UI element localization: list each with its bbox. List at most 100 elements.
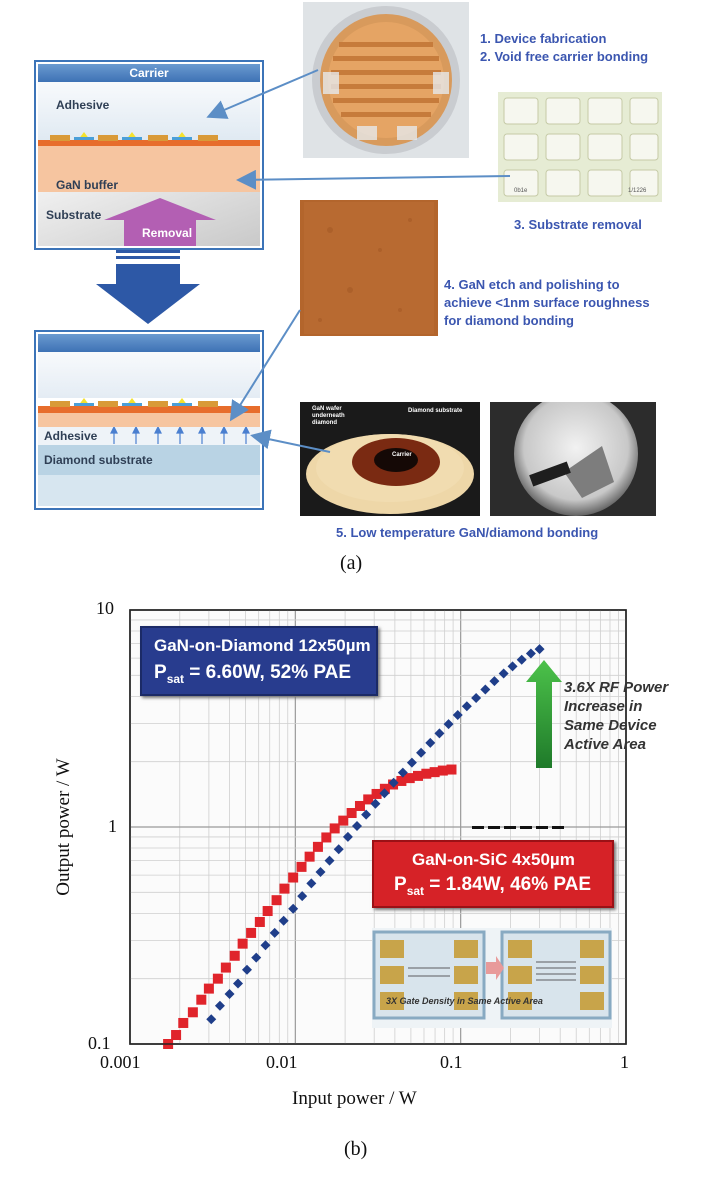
diamond-data-point — [416, 747, 427, 758]
diamond-data-point — [370, 798, 381, 809]
diamond-data-point — [434, 728, 445, 739]
bonded-wafer-image — [306, 434, 474, 514]
sic-data-point — [338, 815, 349, 826]
surface-roughness-photo — [300, 200, 438, 348]
diamond-data-point — [269, 927, 280, 938]
chip-code-1: 0b1e — [514, 188, 528, 194]
device-layer-top — [38, 132, 260, 146]
diamond-data-point — [306, 878, 317, 889]
x-tick-1: 1 — [620, 1052, 629, 1072]
chip-code-2: 1/1226 — [628, 188, 647, 194]
diamond-data-point — [534, 644, 545, 655]
step-5-label: 5. Low temperature GaN/diamond bonding — [336, 525, 599, 540]
panel-b-label: (b) — [344, 1138, 368, 1160]
sic-data-point — [271, 895, 282, 906]
y-tick-1: 1 — [108, 816, 117, 836]
bonding-arrows — [110, 427, 250, 444]
sic-data-point — [346, 808, 357, 819]
diamond-substrate-label: Diamond substrate — [44, 453, 153, 467]
diamond-psat-p: P — [154, 662, 167, 683]
increase-text: 3.6X RF Power Increase in Same Device Ac… — [564, 678, 668, 754]
diamond-psat-sub: sat — [166, 671, 185, 686]
increase-line2: Increase in — [564, 698, 643, 715]
xray-photo — [490, 402, 656, 516]
bottom-lower-area — [38, 475, 260, 506]
increase-line4: Active Area — [564, 736, 646, 753]
adhesive-label: Adhesive — [56, 98, 110, 112]
increase-arrow — [526, 660, 562, 768]
sic-data-point — [203, 983, 214, 994]
inset-devices — [372, 930, 612, 1020]
diamond-data-point — [388, 777, 399, 788]
x-axis-label: Input power / W — [292, 1088, 417, 1109]
increase-line1: 3.6X RF Power — [564, 679, 669, 696]
step-4-label-line2: achieve <1nm surface roughness — [444, 295, 650, 310]
diamond-callout-line1: GaN-on-Diamond 12x50µm — [154, 636, 371, 655]
sic-data-point — [237, 938, 248, 949]
diamond-series — [206, 644, 545, 1025]
diamond-data-point — [297, 891, 308, 902]
diamond-data-point — [443, 719, 454, 730]
sic-data-point — [354, 800, 365, 811]
sic-data-point — [212, 973, 223, 984]
sic-data-point — [304, 851, 315, 862]
diamond-data-point — [525, 648, 536, 659]
panel-b: 10 1 0.1 0.001 0.01 0.1 1 Input power / … — [0, 590, 728, 1178]
diamond-data-point — [425, 737, 436, 748]
sic-data-point — [321, 832, 332, 843]
diamond-data-point — [379, 788, 390, 799]
sic-data-point — [446, 764, 457, 775]
level-dashes — [472, 826, 564, 829]
sic-data-point — [396, 775, 407, 786]
panel-a: Carrier Adhesive GaN buffer Substrate Re… — [0, 0, 728, 580]
gate-density-inset: 3X Gate Density in Same Active Area — [372, 928, 612, 1028]
sic-data-point — [413, 770, 424, 781]
step-3-label: 3. Substrate removal — [514, 217, 642, 232]
device-layer-bottom — [38, 398, 260, 427]
bottom-top-bar — [38, 334, 260, 352]
sic-data-point — [437, 765, 448, 776]
sic-psat-p: P — [394, 874, 407, 895]
removal-arrow — [104, 198, 216, 246]
diamond-callout-line2: Psat = 6.60W, 52% PAE — [154, 662, 351, 686]
gan-wafer-label-3: diamond — [312, 420, 337, 426]
sic-callout-line2: Psat = 1.84W, 46% PAE — [394, 874, 591, 898]
sic-psat-value: = 1.84W, 46% PAE — [424, 874, 592, 895]
sic-callout: GaN-on-SiC 4x50µm Psat = 1.84W, 46% PAE — [372, 840, 614, 908]
photo-carrier-label: Carrier — [392, 452, 412, 458]
step-4-label-line3: for diamond bonding — [444, 313, 574, 328]
diamond-data-point — [361, 809, 372, 820]
chip-pattern-image — [503, 97, 659, 197]
diamond-data-point — [251, 952, 262, 963]
sic-data-point — [279, 883, 290, 894]
step-2-label: 2. Void free carrier bonding — [480, 49, 649, 64]
sic-data-point — [329, 823, 340, 834]
sic-data-point — [262, 906, 273, 917]
sic-data-point — [288, 872, 299, 883]
panel-a-label: (a) — [340, 552, 363, 574]
bottom-upper-area — [38, 352, 260, 398]
diamond-data-point — [324, 855, 335, 866]
wafer-photo — [303, 2, 469, 158]
sic-data-point — [229, 950, 240, 961]
diamond-data-point — [480, 684, 491, 695]
sic-callout-line1: GaN-on-SiC 4x50µm — [412, 850, 575, 869]
step-1-label: 1. Device fabrication — [480, 31, 607, 46]
diamond-data-point — [206, 1014, 217, 1025]
sic-data-point — [404, 773, 415, 784]
x-tick-0.001: 0.001 — [100, 1052, 141, 1072]
sic-data-point — [187, 1007, 198, 1018]
photo-diamond-substrate-label: Diamond substrate — [408, 408, 463, 414]
y-axis-label: Output power / W — [53, 758, 74, 896]
diamond-data-point — [224, 988, 235, 999]
diamond-data-point — [260, 940, 271, 951]
process-down-arrow — [96, 250, 200, 324]
diamond-data-point — [507, 661, 518, 672]
diamond-data-point — [232, 978, 243, 989]
wafer-image — [312, 6, 460, 154]
sic-psat-sub: sat — [406, 883, 425, 898]
diamond-data-point — [516, 654, 527, 665]
diamond-data-point — [214, 1000, 225, 1011]
sic-data-point — [421, 768, 432, 779]
gan-wafer-label-2: underneath — [312, 413, 345, 419]
